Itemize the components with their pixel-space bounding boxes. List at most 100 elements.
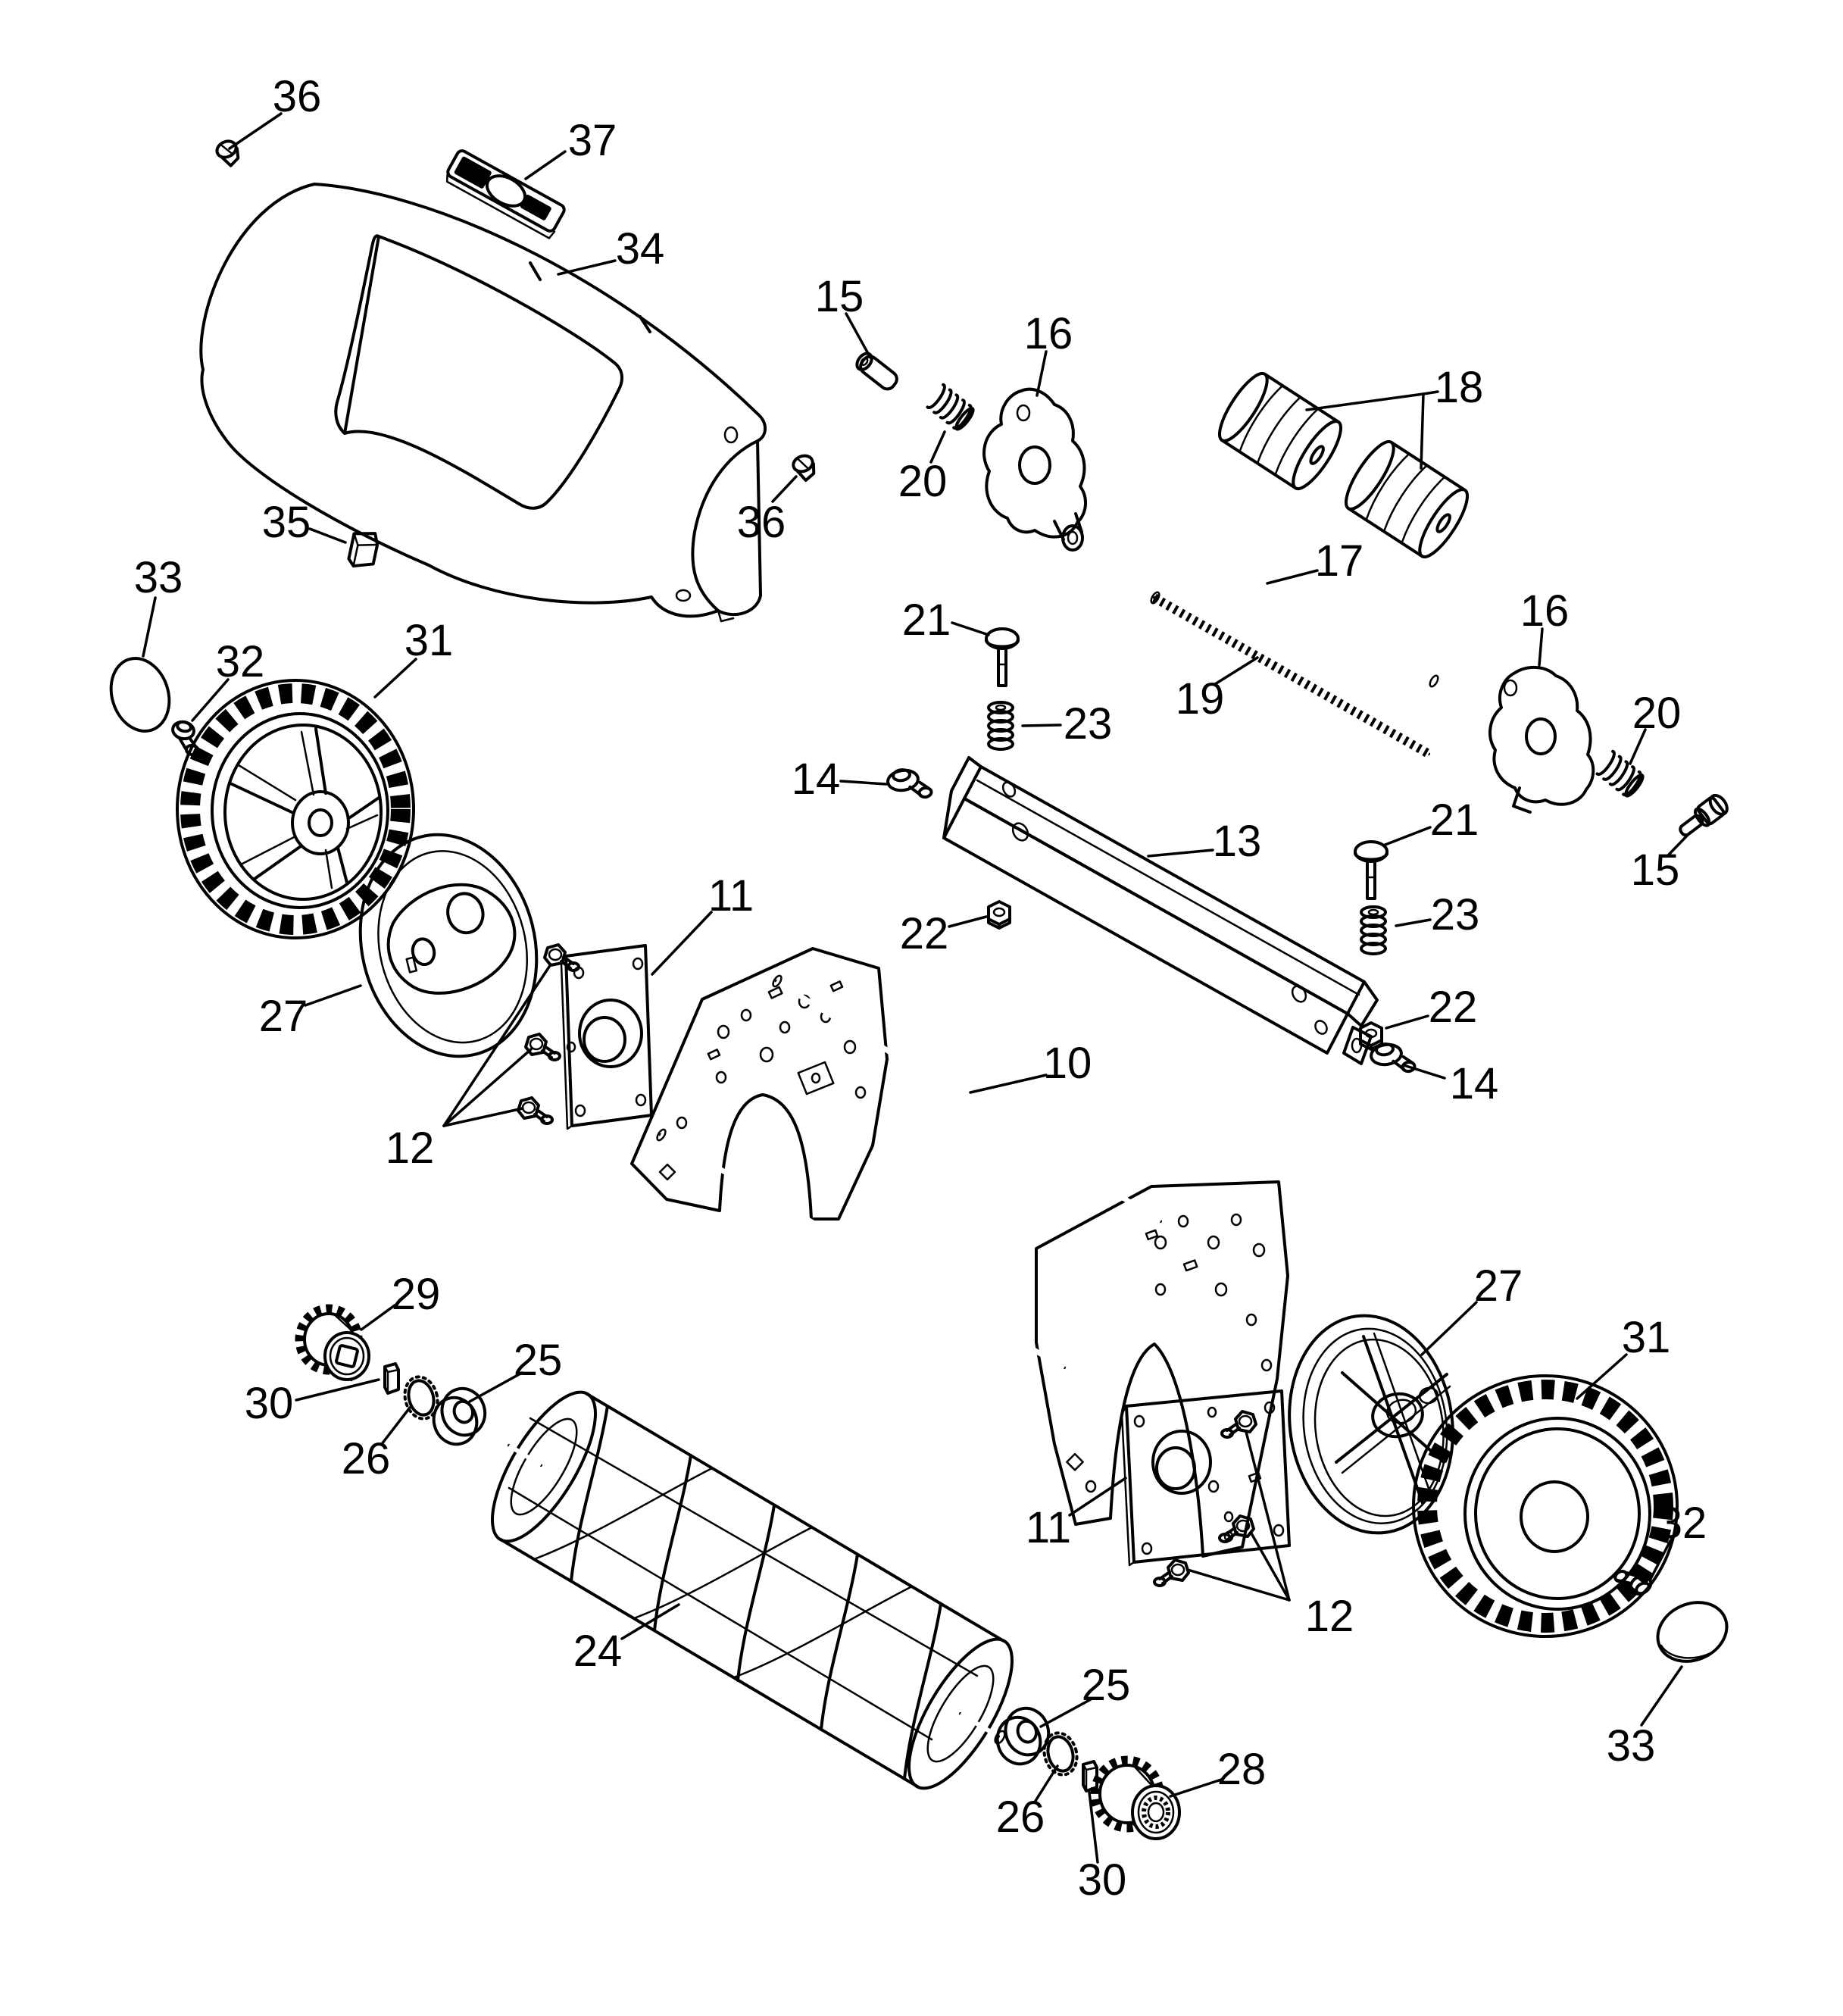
leader-line: [373, 658, 417, 699]
callout-37: 37: [524, 116, 617, 180]
leader-line: [295, 1378, 380, 1402]
callout-label-21: 21: [1430, 795, 1479, 845]
callout-label-21: 21: [902, 595, 951, 645]
wheel-dust-cover-left: [358, 833, 539, 1058]
drive-key-left: [383, 1362, 400, 1395]
leader-line: [1629, 728, 1647, 765]
callout-label-27: 27: [259, 992, 308, 1041]
callout-label-35: 35: [262, 498, 311, 547]
leader-line: [1385, 1014, 1429, 1030]
callout-label-22: 22: [1429, 983, 1478, 1032]
leader-line: [1186, 1568, 1291, 1602]
callout-label-14: 14: [792, 755, 841, 804]
callout-13: 13: [1147, 817, 1262, 866]
leader-line: [1266, 569, 1319, 585]
callout-16: 16: [1520, 586, 1569, 667]
callout-14: 14: [792, 755, 888, 804]
leader-line: [380, 1406, 411, 1446]
bearing-plate-left: [560, 944, 653, 1130]
callout-label-34: 34: [616, 224, 665, 273]
callout-10: 10: [969, 1039, 1092, 1094]
pivot-bracket-right: [1488, 666, 1595, 814]
callout-label-37: 37: [568, 116, 617, 165]
leader-line: [468, 1371, 523, 1403]
callout-label-20: 20: [898, 457, 948, 506]
callout-18: 18: [1305, 363, 1484, 470]
callout-label-14: 14: [1450, 1059, 1499, 1108]
leader-line: [1245, 1430, 1291, 1602]
callout-22: 22: [1385, 983, 1478, 1032]
leader-line: [951, 621, 990, 636]
leader-line: [1305, 390, 1439, 411]
leader-line: [1169, 1778, 1223, 1798]
callout-label-10: 10: [1043, 1039, 1092, 1088]
leader-line: [651, 911, 713, 976]
wheel-right: [1412, 1374, 1679, 1638]
frame-assembly: [630, 947, 1289, 1558]
reel-blade-assembly: [491, 1390, 1014, 1790]
callout-26: 26: [342, 1406, 411, 1483]
leader-line: [948, 915, 988, 928]
leader-line: [1640, 1665, 1683, 1727]
leader-line: [360, 1304, 396, 1331]
callout-label-26: 26: [996, 1793, 1045, 1842]
callout-label-30: 30: [1078, 1855, 1127, 1905]
callout-30: 30: [245, 1378, 380, 1428]
callout-22: 22: [900, 909, 988, 958]
callout-label-17: 17: [1315, 536, 1364, 586]
pivot-bracket-left: [982, 387, 1087, 552]
leader-line: [1420, 392, 1425, 470]
pivot-bolt-right: [1679, 793, 1729, 837]
leader-line: [1036, 350, 1048, 397]
leader-line: [442, 1048, 533, 1127]
leader-line: [304, 984, 362, 1007]
callout-label-31: 31: [405, 616, 454, 665]
cutter-bar: [942, 756, 1379, 1065]
leader-line: [1667, 831, 1691, 856]
callout-label-30: 30: [245, 1379, 294, 1428]
callout-label-13: 13: [1213, 817, 1262, 866]
leader-line: [1250, 1532, 1291, 1602]
leader-line: [228, 112, 283, 150]
leader-line: [1068, 1477, 1127, 1517]
leader-line: [969, 1074, 1048, 1094]
callout-36: 36: [228, 72, 321, 150]
callout-label-20: 20: [1632, 689, 1682, 738]
pivot-pin-left: [855, 352, 898, 391]
callout-17: 17: [1266, 536, 1364, 586]
callout-21: 21: [1382, 795, 1479, 847]
leader-line: [191, 678, 230, 722]
leader-line: [620, 1603, 680, 1640]
leader-line: [1147, 849, 1214, 858]
hex-screw-12: [524, 1033, 561, 1061]
callout-label-29: 29: [392, 1270, 441, 1319]
wheel-left: [176, 679, 415, 939]
callout-label-16: 16: [1024, 309, 1073, 358]
leader-line: [1420, 1301, 1478, 1356]
leader-line: [1402, 1064, 1446, 1080]
callout-16: 16: [1024, 309, 1073, 397]
leader-line: [845, 312, 872, 359]
callout-24: 24: [573, 1603, 680, 1676]
leader-line: [1576, 1353, 1628, 1400]
hex-screw-12: [1153, 1558, 1190, 1587]
callout-15: 15: [815, 272, 872, 359]
compression-spring-left: [987, 701, 1014, 751]
callout-label-11: 11: [1026, 1503, 1071, 1552]
callout-12: 12: [386, 963, 552, 1173]
leader-line: [771, 475, 798, 503]
callout-21: 21: [902, 595, 990, 645]
callout-label-18: 18: [1435, 363, 1484, 412]
callout-label-22: 22: [900, 909, 949, 958]
leader-line: [1382, 826, 1432, 847]
callout-15: 15: [1631, 831, 1691, 895]
star-washer-left: [398, 1371, 444, 1424]
callout-34: 34: [557, 224, 665, 276]
callout-23: 23: [1395, 890, 1479, 939]
callout-28: 28: [1169, 1745, 1266, 1798]
callout-label-36: 36: [737, 498, 786, 547]
callout-label-32: 32: [216, 637, 265, 686]
callout-25: 25: [1039, 1661, 1130, 1728]
callout-11: 11: [1026, 1477, 1127, 1552]
